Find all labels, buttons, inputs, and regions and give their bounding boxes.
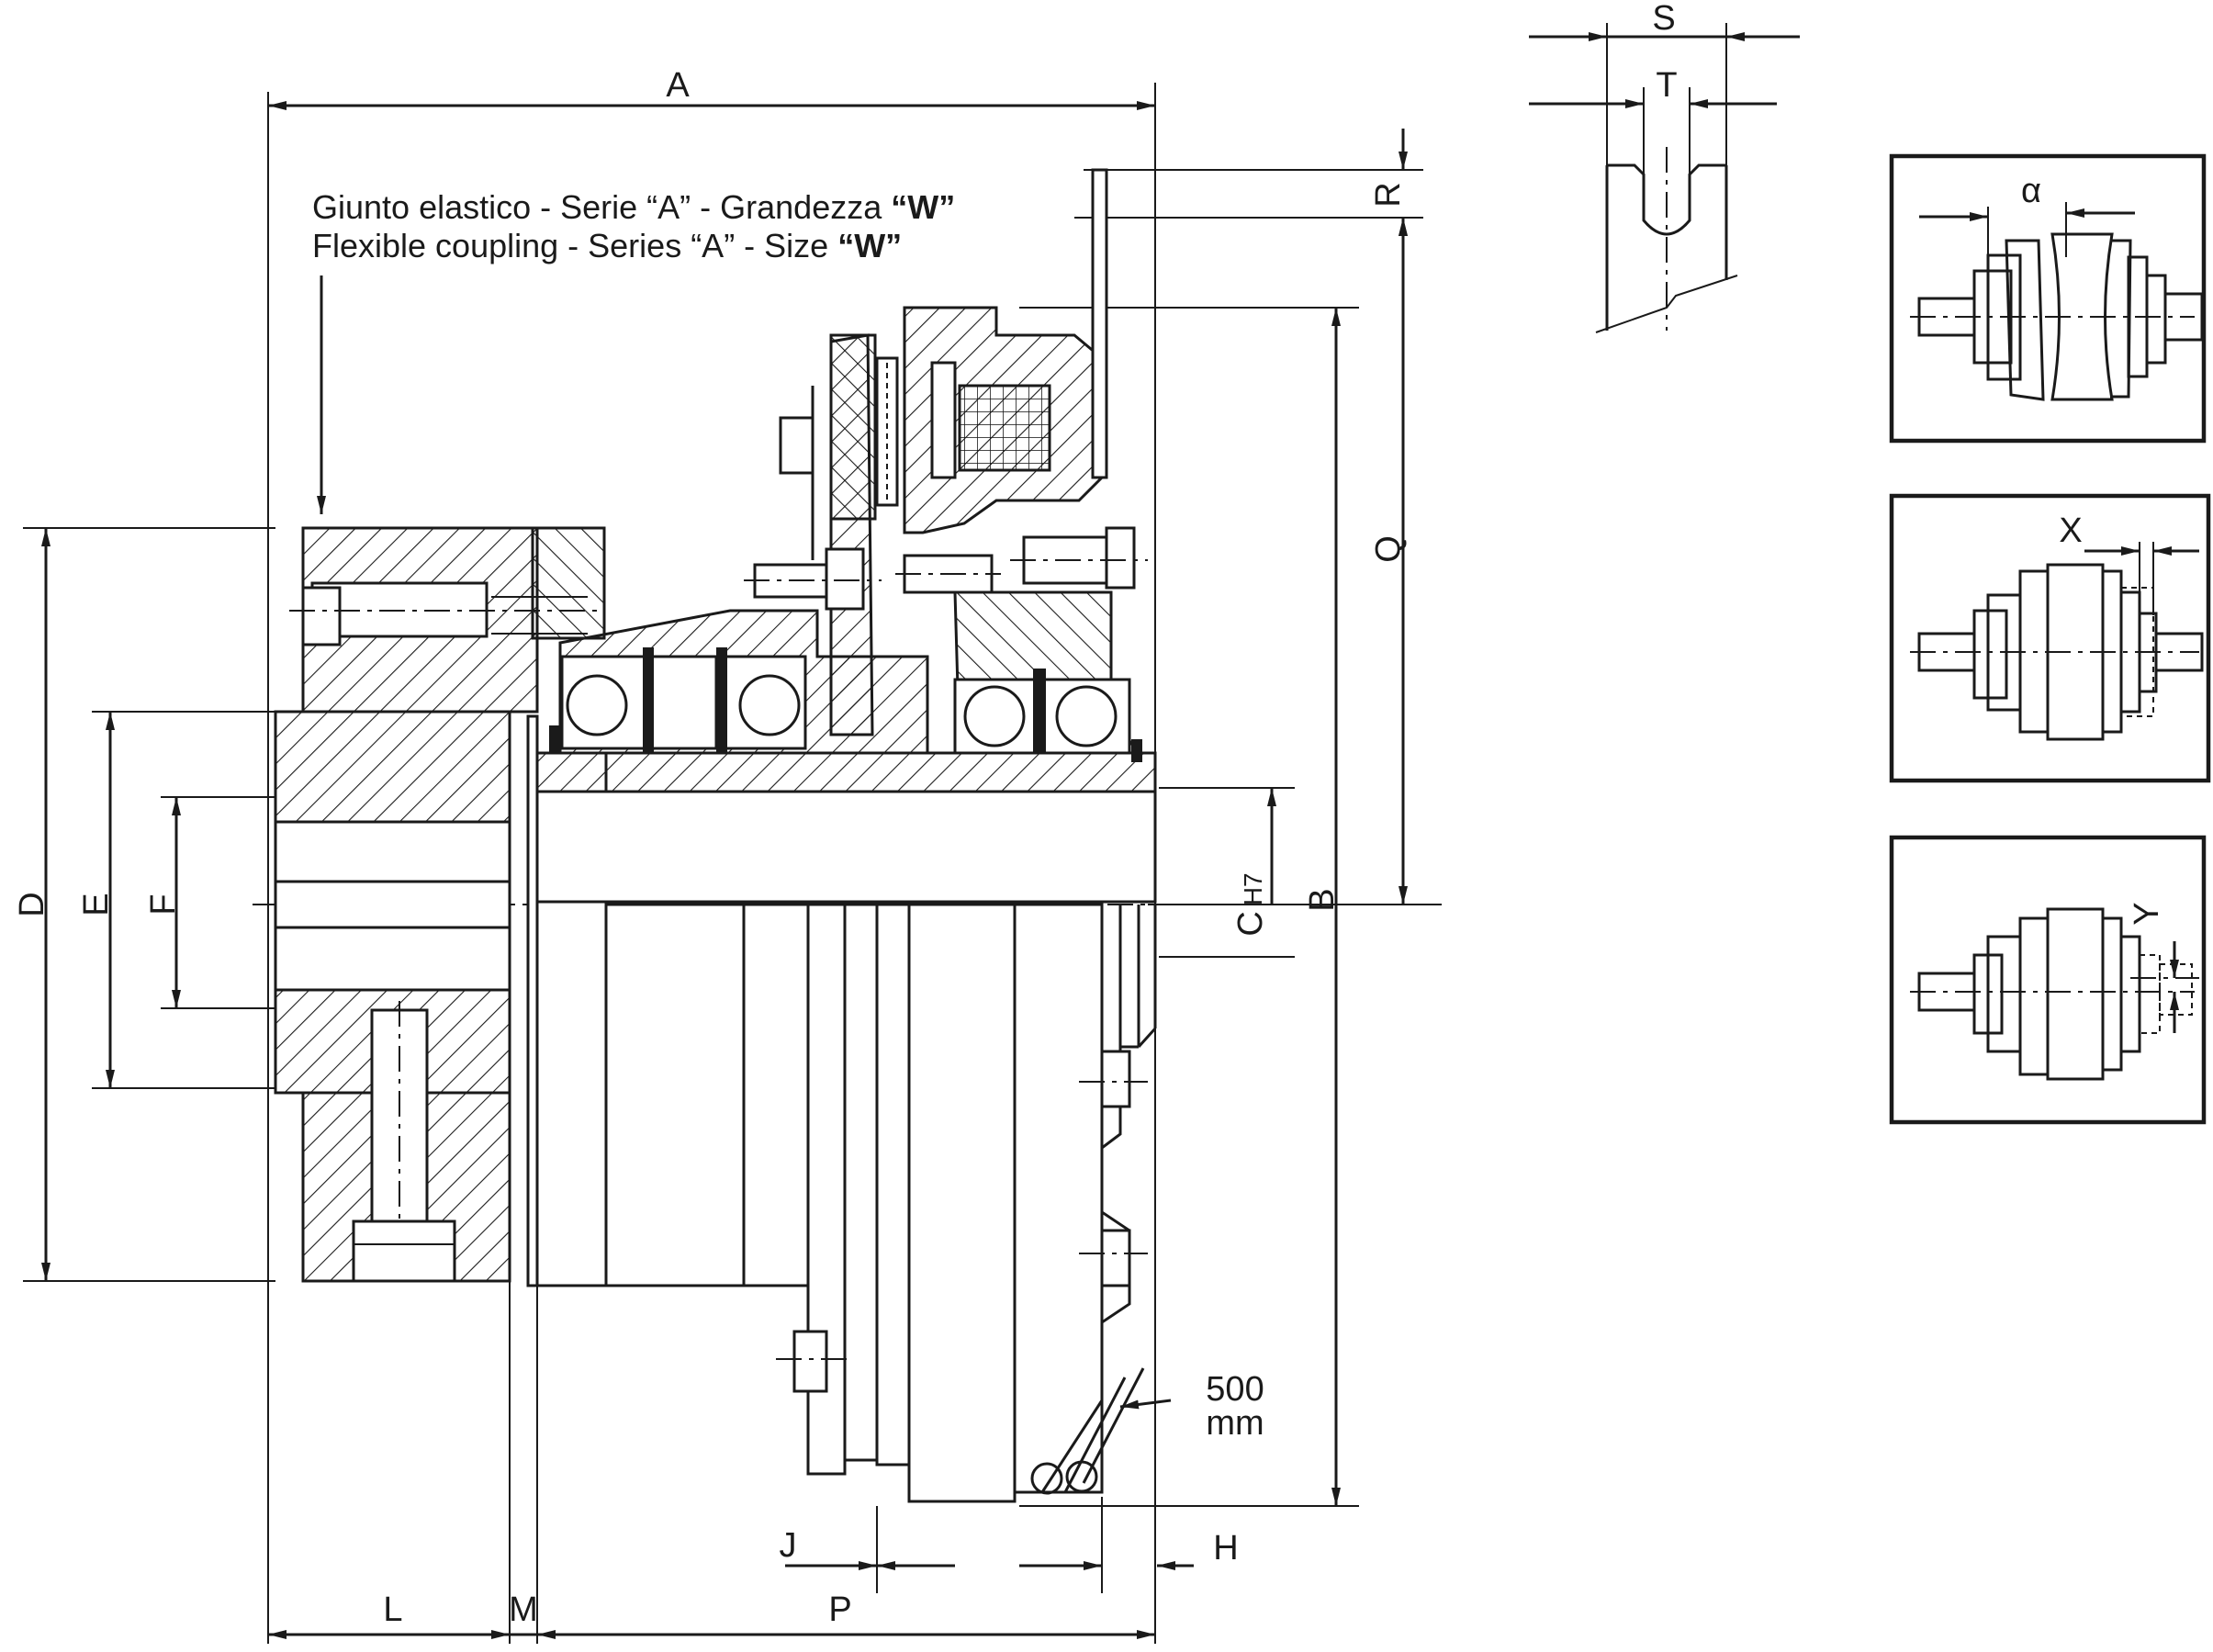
dim-label-L: L [383,1590,402,1629]
axial-misalignment-box [1889,493,2211,783]
dim-label-D: D [13,892,51,916]
dim-label-H: H [1213,1529,1238,1568]
angular-misalignment-box [1889,153,2207,444]
radial-misalignment-box [1889,835,2207,1125]
dim-label-B: B [1303,888,1342,911]
misalignment-label-axial: X [2059,511,2082,550]
dim-label-M: M [509,1590,538,1629]
coupling-label-english: Flexible coupling - Series “A” - Size “W… [312,227,902,264]
dim-label-P: P [828,1590,851,1629]
brake-body [535,168,1172,1503]
extension-lines [23,83,1442,1644]
slot-detail [1529,23,1800,333]
dim-label-S: S [1652,0,1675,38]
dim-label-R: R [1369,182,1408,207]
flexible-coupling [274,275,608,1287]
misalignment-label-angular: α [2021,172,2041,210]
dim-label-E: E [77,893,116,916]
dim-label-T: T [1656,66,1677,105]
coupling-label-italian: Giunto elastico - Serie “A” - Grandezza … [312,188,955,226]
dim-label-A: A [666,66,690,105]
dim-label-J: J [780,1526,797,1565]
dim-label-F: F [144,893,183,915]
dim-label-C: CH7 [1231,872,1270,936]
dim-label-Q: Q [1369,535,1408,563]
cable-length-unit: mm [1206,1404,1264,1443]
misalignment-label-radial: Y [2128,902,2166,925]
dimension-arrows [41,101,1408,1639]
cable-length-value: 500 [1206,1370,1264,1409]
